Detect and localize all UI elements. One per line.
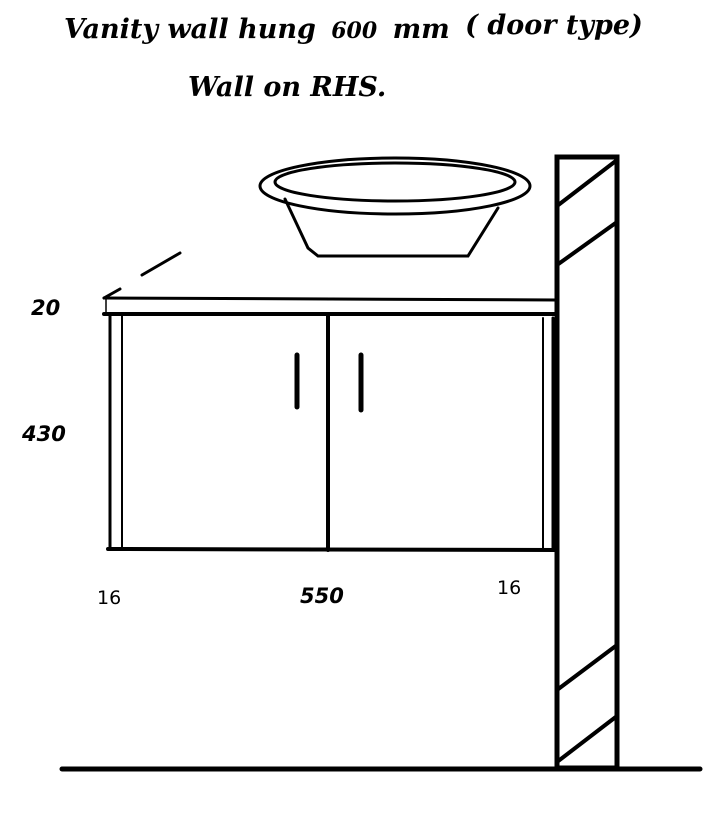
dim-right-panel: 16	[497, 577, 522, 599]
basin-bowl	[283, 197, 500, 258]
cabinet-bottom	[106, 547, 559, 552]
basin-rim-inner	[273, 161, 517, 203]
countertop-top	[102, 296, 559, 302]
title-prefix: Vanity wall hung	[64, 14, 316, 45]
perspective-line	[140, 251, 182, 277]
title-line-2: Wall on RHS.	[188, 72, 387, 103]
dim-top-thickness: 20	[31, 296, 61, 320]
top-corner	[102, 287, 122, 300]
wall-hatch	[555, 158, 619, 208]
wall	[554, 154, 620, 771]
wall-hatch	[555, 643, 619, 692]
title-line-1: Vanity wall hung 600 mm ( door type)	[64, 10, 643, 45]
title-suffix: ( door type)	[465, 10, 643, 41]
wall-hatch	[555, 714, 619, 764]
title-unit: mm	[392, 14, 450, 45]
dim-left-panel: 16	[97, 587, 122, 609]
basin-rim-outer	[258, 156, 532, 216]
title-size: 600	[331, 18, 378, 44]
dim-cabinet-height: 430	[22, 422, 66, 446]
dim-width: 550	[300, 584, 344, 608]
wall-hatch	[555, 220, 619, 267]
